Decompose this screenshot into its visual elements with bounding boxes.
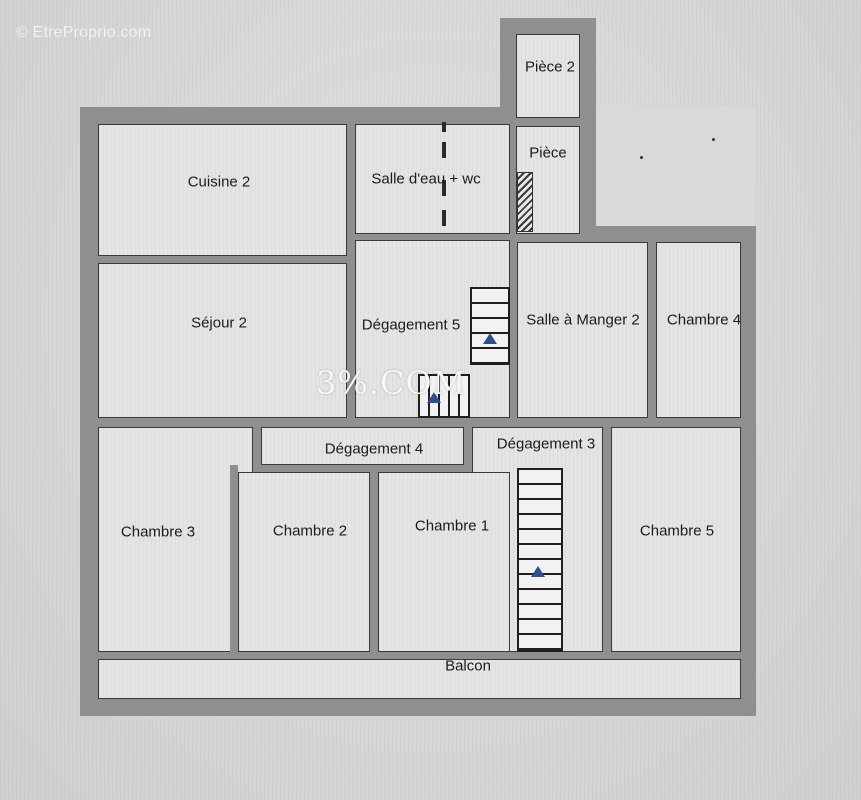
room-chambre-4[interactable] xyxy=(656,242,741,418)
label-sejour-2: Séjour 2 xyxy=(191,314,247,332)
room-piece-2[interactable] xyxy=(516,34,580,118)
room-salle-a-manger-2[interactable] xyxy=(517,242,648,418)
room-chambre-5[interactable] xyxy=(611,427,741,652)
label-salle-a-manger-2: Salle à Manger 2 xyxy=(526,311,640,329)
label-chambre-1: Chambre 1 xyxy=(414,517,490,535)
label-piece-2: Pièce 2 xyxy=(524,58,576,76)
room-chambre-2[interactable] xyxy=(238,472,370,652)
wall-segment xyxy=(230,465,238,652)
label-piece: Pièce xyxy=(529,144,567,162)
label-degagement-3: Dégagement 3 xyxy=(496,435,596,453)
label-degagement-5: Dégagement 5 xyxy=(361,316,461,334)
staircase-landing xyxy=(418,374,470,418)
room-sejour-2[interactable] xyxy=(98,263,347,418)
label-degagement-4: Dégagement 4 xyxy=(324,440,424,458)
door-mark-3 xyxy=(442,210,446,226)
label-cuisine-2: Cuisine 2 xyxy=(187,173,251,191)
label-chambre-2: Chambre 2 xyxy=(272,522,348,540)
door-mark-2 xyxy=(442,180,446,196)
label-chambre-5: Chambre 5 xyxy=(639,522,715,540)
room-balcon[interactable] xyxy=(98,659,741,699)
stair-arrow-icon xyxy=(427,392,441,403)
label-salle-d-eau: Salle d'eau + wc xyxy=(371,170,481,188)
watermark: © EtreProprio.com xyxy=(16,24,152,41)
dot-mark xyxy=(712,138,715,141)
stair-arrow-up-lower-icon xyxy=(531,566,545,577)
room-chambre-3[interactable] xyxy=(98,427,253,652)
label-chambre-4: Chambre 4 xyxy=(666,311,742,329)
door-mark-top xyxy=(442,122,446,132)
room-degagement-4[interactable] xyxy=(261,427,464,465)
label-balcon: Balcon xyxy=(445,657,491,675)
room-cuisine-2[interactable] xyxy=(98,124,347,256)
door-mark-1 xyxy=(442,142,446,158)
outer-wall-notch xyxy=(596,107,756,226)
staircase-lower xyxy=(517,468,563,652)
hatched-shaft xyxy=(517,172,533,232)
dot-mark xyxy=(640,156,643,159)
room-salle-d-eau[interactable] xyxy=(355,124,510,234)
overlay-watermark: 3%.COM xyxy=(316,364,467,402)
staircase-upper xyxy=(470,287,510,365)
stair-arrow-up-icon xyxy=(483,333,497,344)
label-chambre-3: Chambre 3 xyxy=(120,523,196,541)
room-chambre-1[interactable] xyxy=(378,472,510,652)
